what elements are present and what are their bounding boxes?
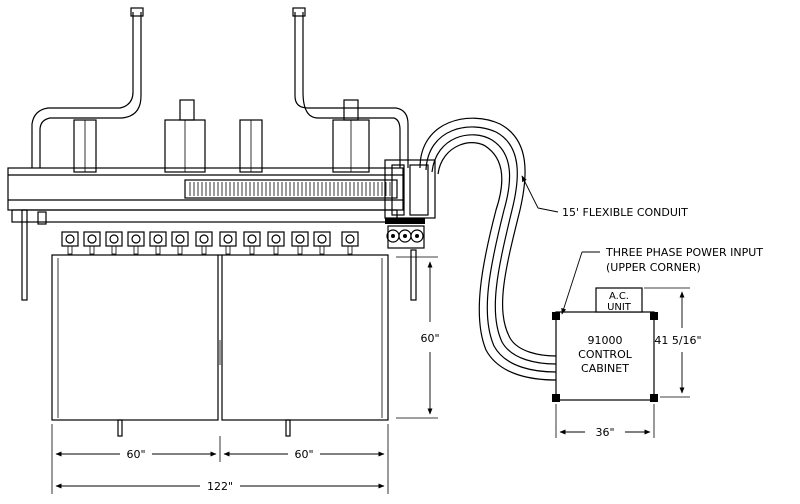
right-vertical-pipe [292,7,409,168]
right-end-block [384,159,436,249]
dim-panel-height-label: 60" [420,332,439,345]
dim-panel-height: 60" [396,256,440,419]
right-panel [221,254,389,437]
main-beam [7,167,404,223]
conduit-callout: 15' FLEXIBLE CONDUIT [521,175,688,219]
dim-cabinet-height: 41 5/16" [644,287,702,398]
left-rods [21,209,47,301]
ac-label-1: A.C. [609,291,629,302]
left-panel [51,254,219,437]
power-label-2: (UPPER CORNER) [606,261,701,274]
dim-cabinet-height-label: 41 5/16" [654,334,701,347]
dim-panel-widths: 60" 60" [51,424,389,494]
right-rod [410,249,417,301]
cabinet-label-3: CABINET [581,362,629,375]
power-callout: THREE PHASE POWER INPUT (UPPER CORNER) [561,246,763,315]
machine-columns [73,99,370,173]
conduit-label: 15' FLEXIBLE CONDUIT [562,206,688,219]
dim-overall-width-label: 122" [207,480,233,493]
cabinet-label-1: 91000 [588,334,623,347]
dim-cabinet-width: 36" [555,404,655,439]
dim-overall-width: 122" [55,480,385,493]
flexible-conduit [419,117,557,381]
control-cabinet: 91000 CONTROL CABINET [552,311,658,402]
dim-left-panel-label: 60" [126,448,145,461]
dim-right-panel-label: 60" [294,448,313,461]
left-vertical-pipe [31,7,144,168]
ac-label-2: UNIT [607,302,632,313]
cabinet-label-2: CONTROL [578,348,633,361]
dim-cabinet-width-label: 36" [595,426,614,439]
ac-unit: A.C. UNIT [595,287,643,313]
fitting-row [61,231,359,255]
power-label-1: THREE PHASE POWER INPUT [605,246,763,259]
